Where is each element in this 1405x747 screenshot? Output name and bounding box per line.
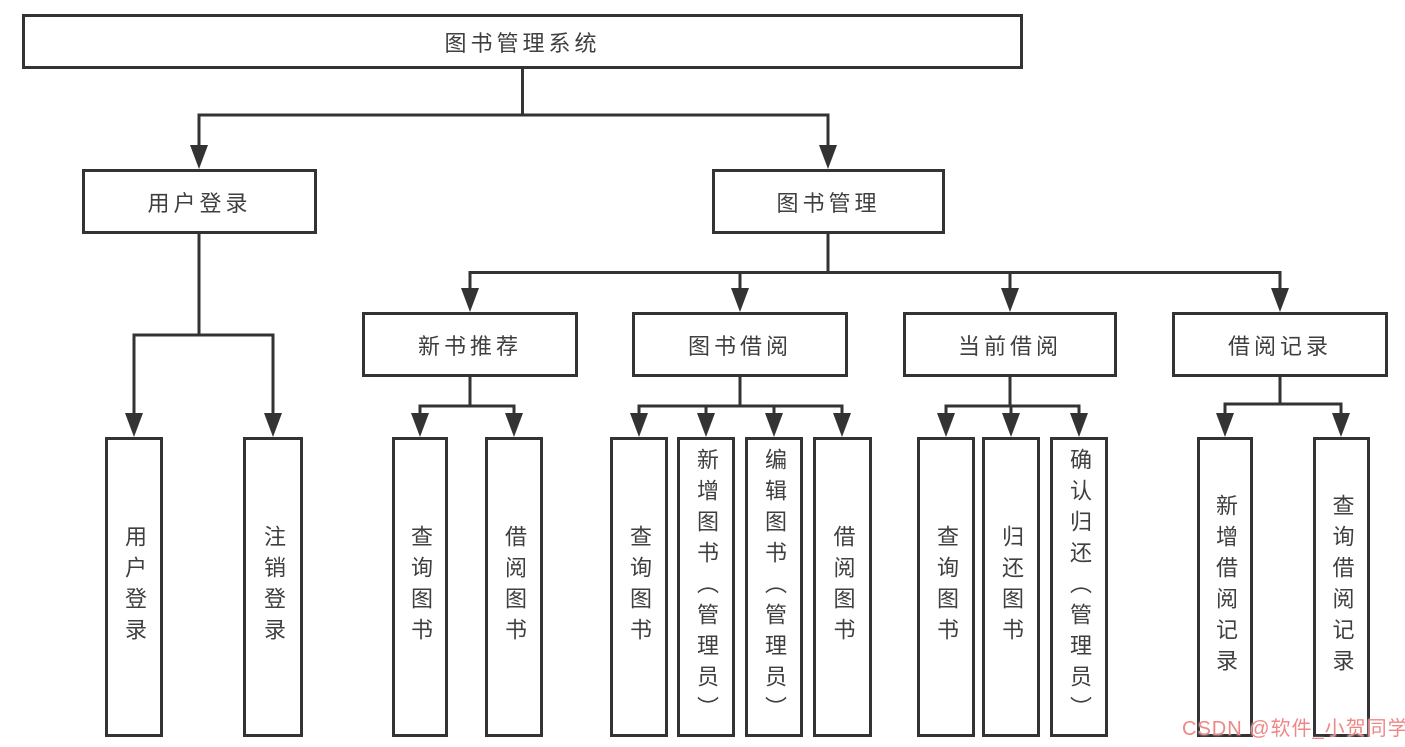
node-borrow-records-label: 借阅记录 (1227, 333, 1332, 359)
leaf-user-login-0: 用户登录 (105, 437, 163, 737)
node-user-login: 用户登录 (82, 169, 317, 234)
node-root-label: 图书管理系统 (444, 30, 601, 56)
node-book-borrow: 图书借阅 (632, 312, 848, 377)
node-book-management: 图书管理 (712, 169, 945, 234)
node-user-login-label: 用户登录 (147, 190, 252, 216)
leaf-book-borrow-1: 新增图书（管理员） (677, 437, 735, 737)
leaf-current-borrow-1: 归还图书 (982, 437, 1040, 737)
leaf-current-borrow-2: 确认归还（管理员） (1050, 437, 1108, 737)
leaf-borrow-records-0: 新增借阅记录 (1197, 437, 1253, 737)
csdn-watermark: CSDN @软件_小贺同学 (1182, 718, 1405, 740)
leaf-new-book-rec-0: 查询图书 (392, 437, 448, 737)
node-new-book-recommend-label: 新书推荐 (417, 333, 522, 359)
node-book-management-label: 图书管理 (776, 190, 881, 216)
leaf-book-borrow-0: 查询图书 (610, 437, 668, 737)
node-book-borrow-label: 图书借阅 (687, 333, 792, 359)
leaf-book-borrow-2: 编辑图书（管理员） (745, 437, 803, 737)
node-new-book-recommend: 新书推荐 (362, 312, 578, 377)
leaf-book-borrow-3: 借阅图书 (813, 437, 872, 737)
leaf-current-borrow-0: 查询图书 (917, 437, 975, 737)
node-current-borrow: 当前借阅 (903, 312, 1117, 377)
leaf-user-login-1: 注销登录 (243, 437, 303, 737)
node-current-borrow-label: 当前借阅 (957, 333, 1062, 359)
leaf-borrow-records-1: 查询借阅记录 (1313, 437, 1370, 737)
node-root: 图书管理系统 (22, 14, 1023, 69)
node-borrow-records: 借阅记录 (1172, 312, 1388, 377)
leaf-new-book-rec-1: 借阅图书 (485, 437, 543, 737)
